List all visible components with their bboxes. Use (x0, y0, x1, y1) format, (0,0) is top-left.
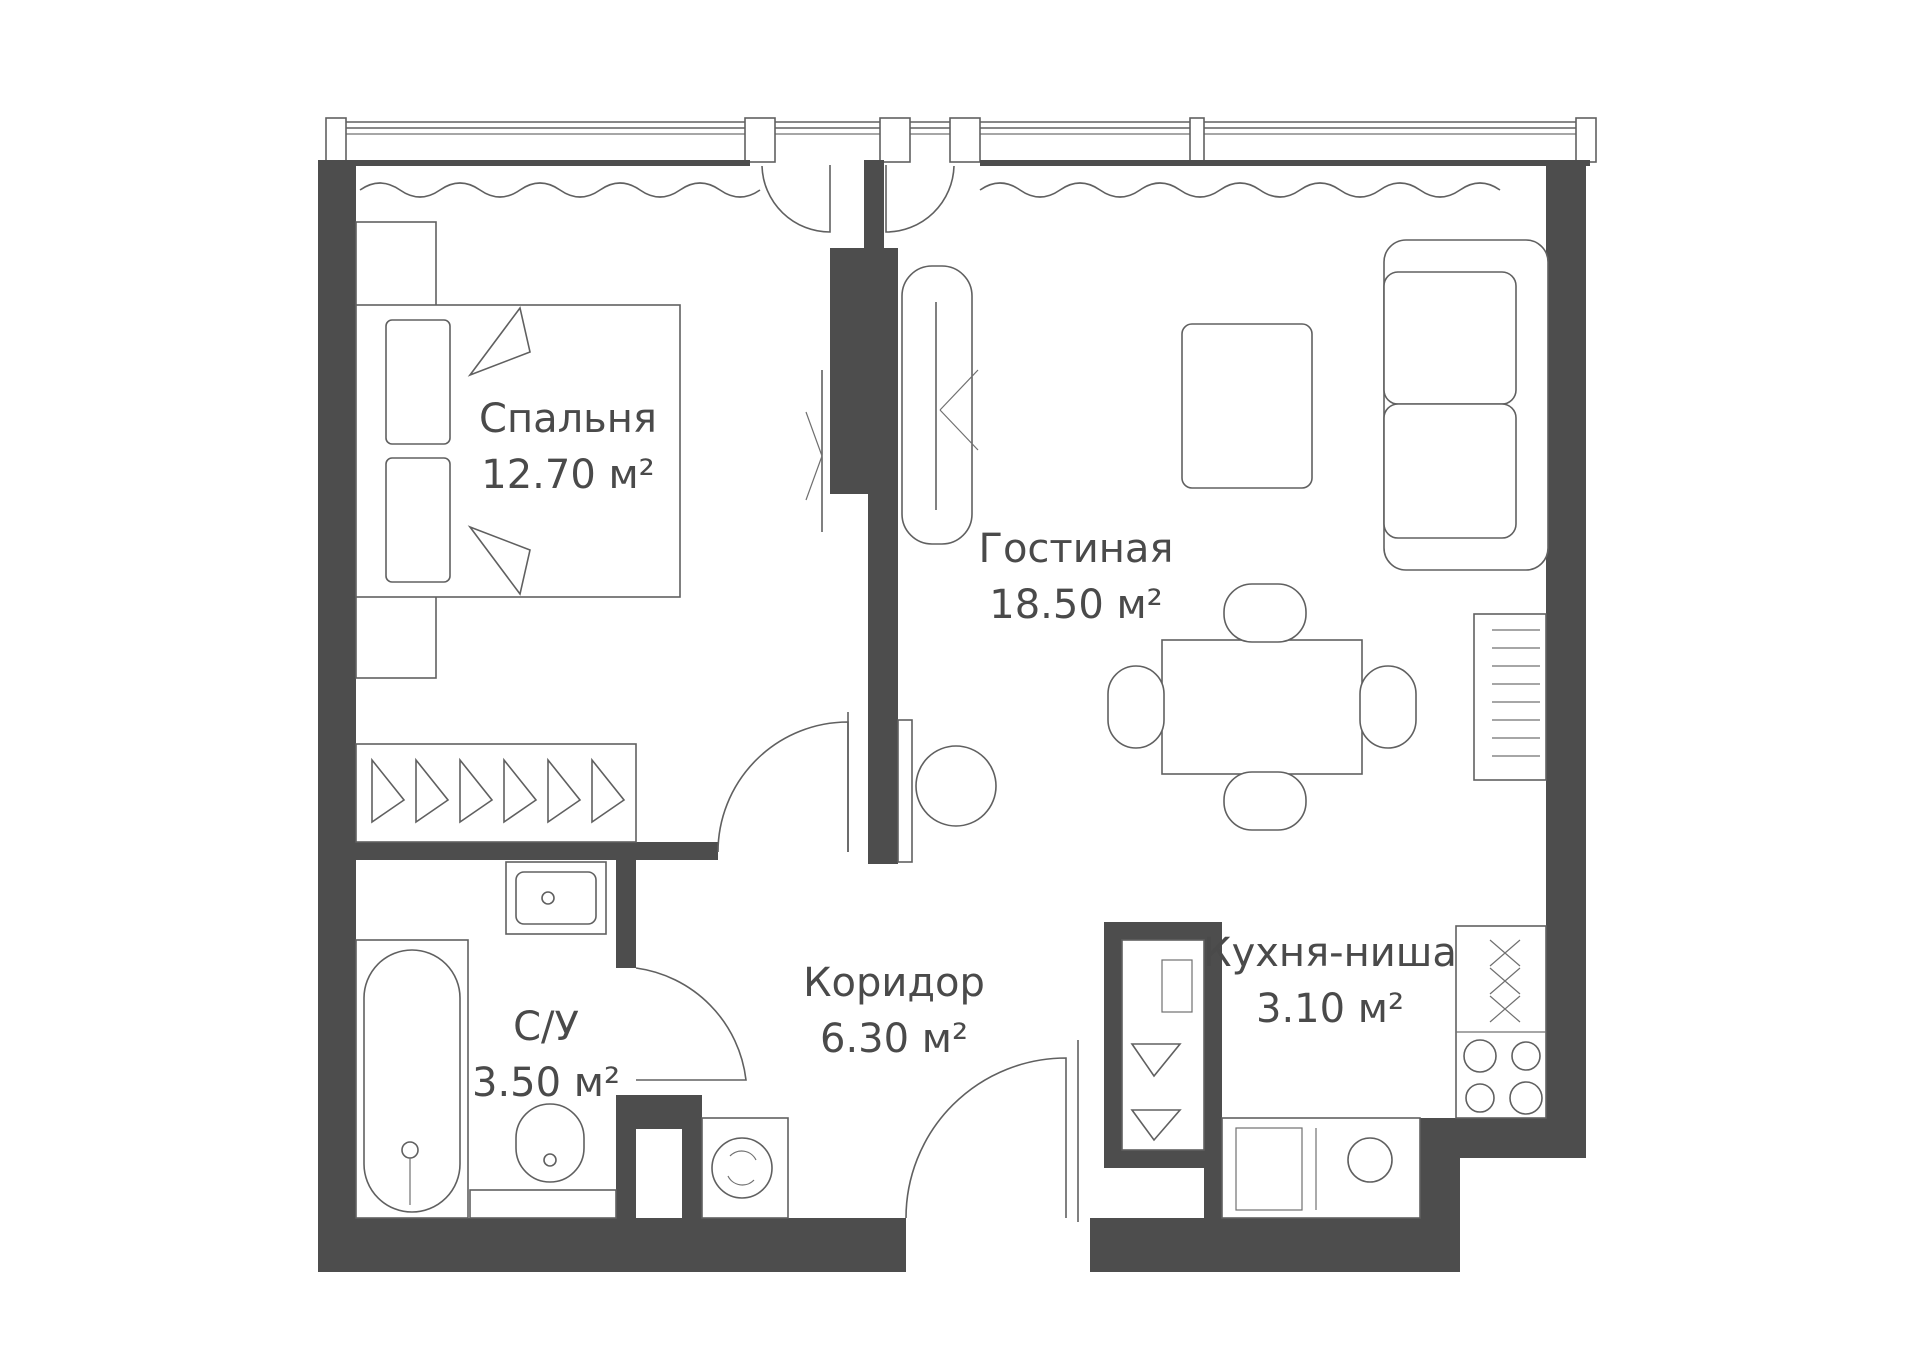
balcony-railing (325, 117, 1597, 163)
room-name-corridor: Коридор (803, 960, 985, 1006)
room-name-bedroom: Спальня (479, 396, 657, 442)
room-area-living: 18.50 м² (989, 582, 1162, 628)
room-labels: Спальня 12.70 м² Гостиная 18.50 м² Корид… (472, 396, 1457, 1106)
corridor-fixtures (701, 939, 1205, 1222)
radiator-fins (1492, 629, 1540, 757)
room-name-bathroom: С/У (513, 1004, 579, 1050)
curtains (359, 182, 1501, 198)
room-area-corridor: 6.30 м² (820, 1016, 968, 1062)
hangers (371, 757, 626, 824)
balcony-doors (761, 165, 955, 233)
kitchen-fixtures (1221, 925, 1547, 1219)
room-name-living: Гостиная (979, 526, 1174, 572)
room-name-kitchen: Кухня-ниша (1203, 930, 1457, 976)
walls (318, 160, 1590, 1272)
bedroom-furniture (355, 221, 849, 853)
room-area-bedroom: 12.70 м² (481, 452, 654, 498)
living-furniture (897, 239, 1549, 863)
bathroom-fixtures (355, 861, 747, 1219)
room-area-kitchen: 3.10 м² (1256, 986, 1404, 1032)
room-area-bathroom: 3.50 м² (472, 1060, 620, 1106)
